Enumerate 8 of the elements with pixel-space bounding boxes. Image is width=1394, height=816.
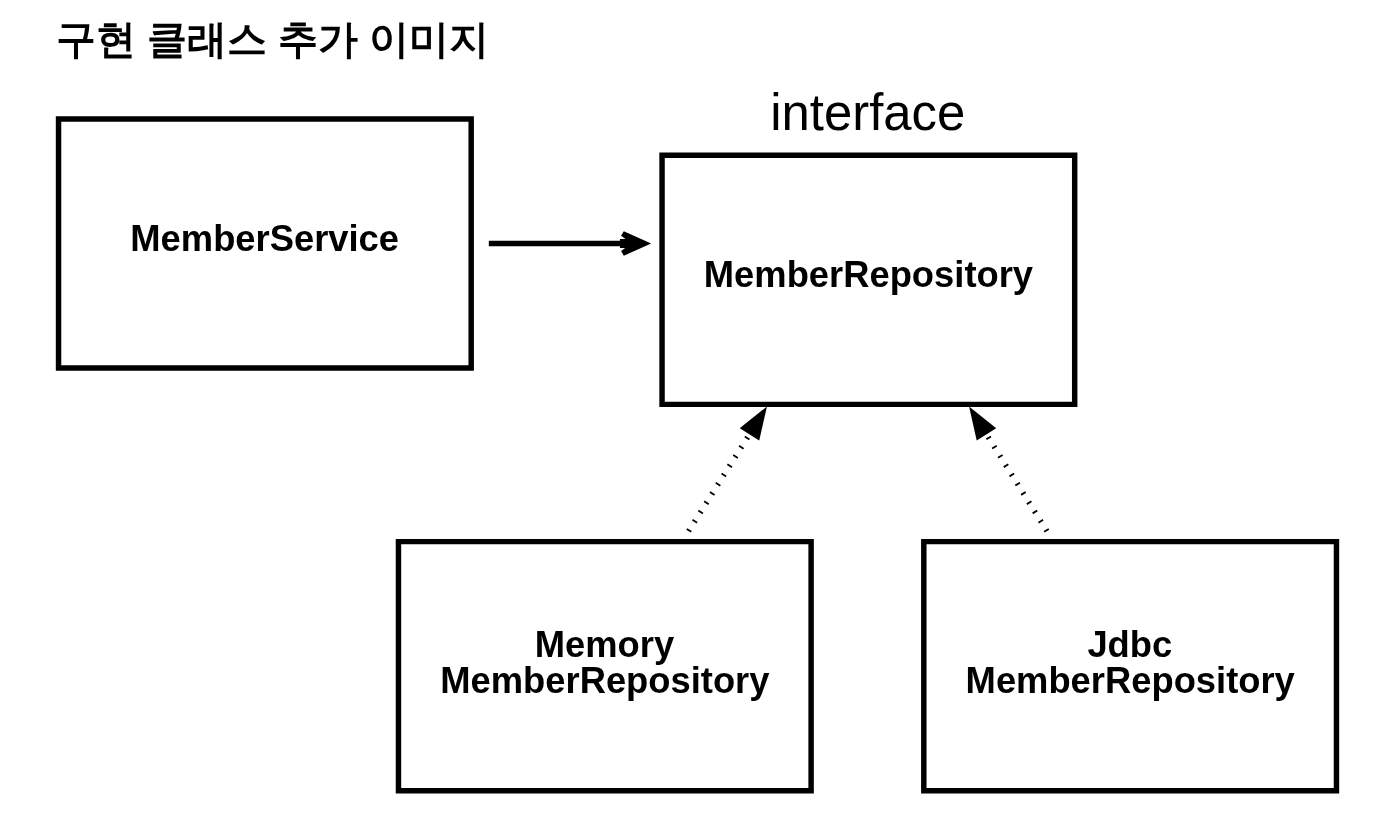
arrow — [685, 406, 767, 533]
node-box: Memory MemberRepository — [395, 538, 814, 794]
node-box: MemberRepository — [658, 152, 1077, 408]
diagram-title: 구현 클래스 추가 이미지 — [55, 16, 489, 61]
node-label: interface — [769, 83, 965, 141]
node-box: Jdbc MemberRepository — [920, 538, 1339, 794]
arrow — [968, 406, 1049, 533]
node-box: MemberService — [55, 116, 474, 371]
